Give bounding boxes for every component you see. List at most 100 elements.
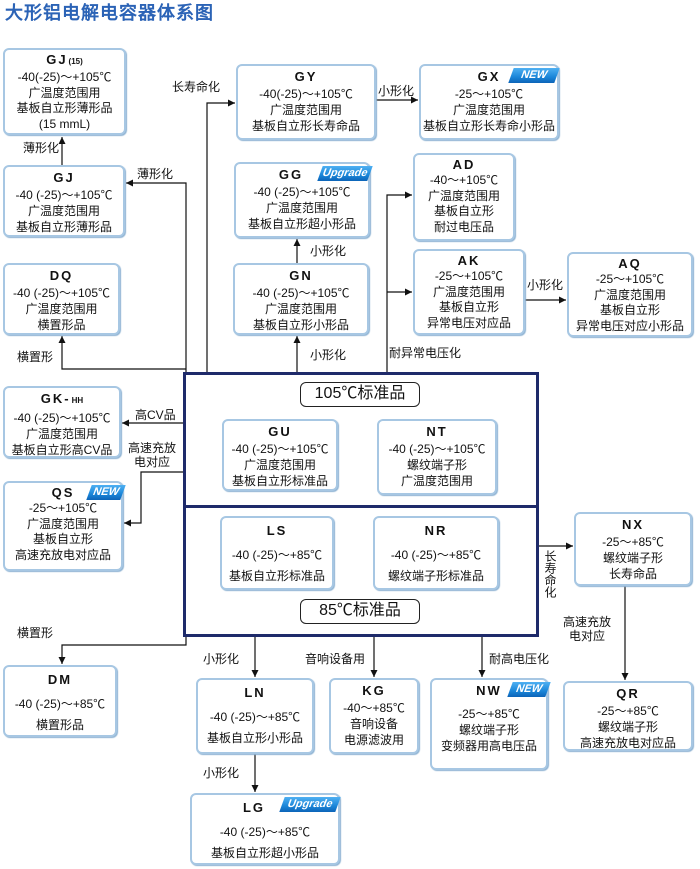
spec-line: 高速充放电对应品 [579, 736, 676, 750]
connector-label-gn-to-gg: 小形化 [310, 244, 347, 258]
series-box-ak: AK -25～+105℃ 广温度范围用 基板自立形 异常电压对应品 [413, 249, 525, 335]
series-code-text: GJ [46, 52, 68, 67]
series-box-ls: LS -40 (-25)～+85℃ 基板自立形标准品 [220, 516, 334, 590]
connector-center-to-dm [58, 637, 187, 664]
series-code: LG [242, 800, 266, 815]
spec-line: 基板自立形超小形品 [247, 217, 356, 231]
series-box-gg: Upgrade GG -40 (-25)～+105℃ 广温度范围用 基板自立形超… [234, 162, 373, 238]
series-code: GG [278, 167, 304, 182]
series-box-nr: NR -40 (-25)～+85℃ 螺纹端子形标准品 [373, 516, 499, 590]
spec-line: 广温度范围用 [427, 188, 500, 203]
series-box-gy: GY -40(-25)～+105℃ 广温度范围用 基板自立形长寿命品 [236, 64, 376, 140]
series-code-suffix: HH [71, 396, 84, 405]
connector-center-to-gy [206, 99, 235, 372]
connector-label-to-nx: 长寿命化 [543, 550, 557, 598]
spec-line: 变频器用高电压品 [440, 739, 537, 753]
temperature-range: -40 (-25)～+85℃ [231, 548, 323, 562]
spec-line: 广温度范围用 [593, 287, 666, 302]
connector-label-line: 电对应 [134, 455, 171, 469]
upgrade-badge: Upgrade [279, 797, 341, 812]
series-box-kg: KG -40～+85℃ 音响设备 电源滤波用 [329, 678, 419, 754]
connector-label-to-gj: 薄形化 [137, 167, 174, 181]
connector-label-line: 高速充放 [128, 441, 177, 455]
new-badge: NEW [508, 68, 560, 83]
spec-line: 基板自立形长寿命品 [251, 119, 360, 133]
series-code-text: GK- [40, 391, 71, 406]
series-box-aq: AQ -25～+105℃ 广温度范围用 基板自立形 异常电压对应小形品 [567, 252, 693, 337]
temperature-range: -40 (-25)～+105℃ [231, 442, 329, 456]
connector-label-line: 高速充放 [563, 615, 612, 629]
series-code: GN [289, 268, 313, 283]
temperature-range: -40 (-25)～+85℃ [209, 710, 301, 724]
spec-line: (15 mmL) [38, 116, 91, 131]
series-code: NR [424, 523, 448, 538]
connector-label-to-qs: 高速充放 电对应 [128, 441, 176, 469]
temperature-range: -25～+105℃ [595, 272, 665, 286]
temperature-range: -40 (-25)～+105℃ [15, 188, 113, 202]
spec-line: 基板自立形超小形品 [210, 846, 319, 860]
spec-line: 基板自立形薄形品 [16, 101, 113, 115]
spec-line: 广温度范围用 [269, 103, 342, 117]
connector-label-to-ad-ak: 耐异常电压化 [389, 346, 462, 360]
temperature-range: -25～+85℃ [597, 704, 659, 718]
temperature-range: -40 (-25)～+85℃ [14, 697, 106, 711]
spec-line: 异常电压对应小形品 [575, 318, 684, 333]
series-box-gx: NEW GX -25～+105℃ 广温度范围用 基板自立形长寿命小形品 [419, 64, 560, 140]
connector-label-gy-to-gx: 小形化 [378, 84, 415, 98]
spec-line: 广温度范围用 [26, 516, 99, 531]
spec-line: 螺纹端子形 [602, 551, 663, 565]
spec-line: 基板自立形小形品 [206, 731, 303, 745]
section-label-85: 85℃标准品 [300, 599, 420, 624]
series-box-gj15: GJ(15) -40(-25)～+105℃ 广温度范围用 基板自立形薄形品 (1… [3, 48, 126, 135]
standard-products-frame [183, 372, 539, 637]
spec-line: 耐过电压品 [433, 219, 494, 234]
temperature-range: -40 (-25)～+85℃ [390, 548, 482, 562]
spec-line: 高速充放电对应品 [14, 547, 111, 562]
spec-line: 基板自立形 [32, 532, 93, 546]
connector-label-to-kg: 音响设备用 [305, 652, 366, 666]
spec-line: 广温度范围用 [25, 427, 98, 441]
spec-line: 广温度范围用 [400, 474, 473, 488]
series-code: LS [266, 523, 288, 538]
temperature-range: -25～+105℃ [434, 269, 504, 283]
spec-line: 广温度范围用 [452, 103, 525, 117]
spec-line: 基板自立形 [438, 300, 499, 314]
connector-label-ak-to-aq: 小形化 [527, 278, 564, 292]
series-code: GU [268, 424, 292, 439]
temperature-range: -40 (-25)～+105℃ [253, 185, 351, 199]
series-code: LN [244, 685, 266, 700]
temperature-range: -25～+85℃ [458, 707, 520, 721]
series-code: DM [47, 672, 73, 687]
series-box-gu: GU -40 (-25)～+105℃ 广温度范围用 基板自立形标准品 [222, 419, 338, 491]
series-code: GJ [53, 170, 75, 185]
spec-line: 广温度范围用 [28, 85, 101, 100]
connector-label-to-nw: 耐高电压化 [489, 652, 550, 666]
series-code-suffix: (15) [68, 57, 83, 66]
series-box-lg: Upgrade LG -40 (-25)～+85℃ 基板自立形超小形品 [190, 793, 341, 865]
spec-line: 基板自立形 [599, 303, 660, 317]
series-code: QR [616, 686, 640, 701]
series-box-qs: NEW QS -25～+105℃ 广温度范围用 基板自立形 高速充放电对应品 [3, 481, 126, 571]
series-code: GJ(15) [5, 51, 124, 70]
connector-label-ln-to-lg: 小形化 [203, 766, 240, 780]
spec-line: 基板自立形标准品 [228, 569, 325, 583]
series-code: NT [426, 424, 448, 439]
series-code: NX [621, 517, 645, 532]
section-divider [186, 505, 536, 508]
series-box-gn: GN -40 (-25)～+105℃ 广温度范围用 基板自立形小形品 [233, 263, 369, 335]
spec-line: 基板自立形标准品 [231, 474, 328, 488]
spec-line: 广温度范围用 [25, 302, 98, 316]
connector-center-to-dq [58, 336, 186, 370]
new-badge: NEW [86, 485, 126, 500]
spec-line: 横置形品 [35, 718, 84, 732]
series-box-ln: LN -40 (-25)～+85℃ 基板自立形小形品 [196, 678, 314, 754]
series-code: AD [452, 157, 476, 172]
series-box-nt: NT -40 (-25)～+105℃ 螺纹端子形 广温度范围用 [377, 419, 497, 495]
spec-line: 广温度范围用 [265, 201, 338, 215]
connector-label-to-ln: 小形化 [203, 652, 240, 666]
temperature-range: -25～+105℃ [28, 501, 98, 515]
series-box-nx: NX -25～+85℃ 螺纹端子形 长寿命品 [574, 512, 692, 586]
series-box-ad: AD -40～+105℃ 广温度范围用 基板自立形 耐过电压品 [413, 153, 515, 241]
series-code: AK [457, 253, 481, 268]
spec-line: 音响设备 [349, 717, 398, 731]
